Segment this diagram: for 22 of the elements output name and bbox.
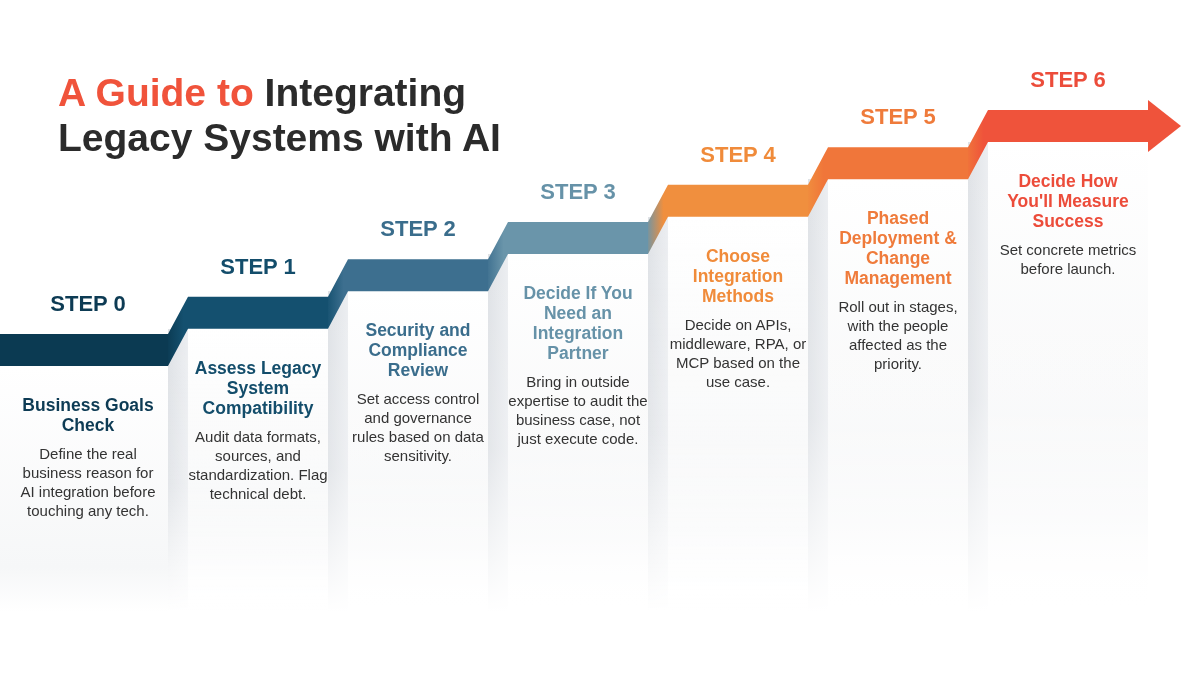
- step-heading: Business Goals Check: [21, 395, 155, 435]
- step-label: STEP 5: [859, 104, 937, 131]
- step-description: Roll out in stages, with the people affected as the priority.: [837, 297, 959, 374]
- step-heading: Phased Deployment & Change Management: [838, 208, 958, 289]
- step-label: STEP 6: [1029, 67, 1107, 93]
- step-description: Set access control and governance rules based on data sensitivity.: [351, 389, 485, 466]
- step-heading: Choose Integration Methods: [691, 245, 785, 306]
- step-heading: Decide How You'll Measure Success: [1006, 171, 1130, 231]
- diagram-title: A Guide to Integrating Legacy Systems with AI: [58, 70, 502, 160]
- step-description: Define the real business reason for AI integration before touching any tech.: [19, 444, 157, 520]
- step-description: Set concrete metrics before launch.: [998, 240, 1138, 278]
- step-label: STEP 1: [219, 253, 297, 280]
- step-label: STEP 2: [379, 216, 457, 243]
- step-description: Audit data formats, sources, and standardization. Flag technical debt.: [187, 426, 329, 503]
- step-heading: Assess Legacy System Compatibility: [193, 357, 323, 418]
- step-label: STEP 0: [49, 291, 127, 317]
- step-label: STEP 4: [699, 141, 777, 168]
- step-heading: Security and Compliance Review: [364, 320, 472, 381]
- step-description: Decide on APIs, middleware, RPA, or MCP based on the use case.: [668, 314, 808, 391]
- step-heading: Decide If You Need an Integration Partner: [522, 283, 634, 363]
- step-label: STEP 3: [539, 179, 617, 205]
- step-description: Bring in outside expertise to audit the business case, not just execute code.: [507, 372, 649, 448]
